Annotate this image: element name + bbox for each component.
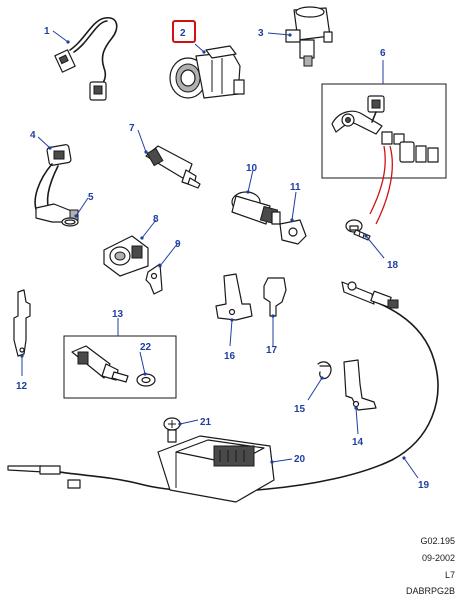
footer-code: L7 <box>444 570 455 580</box>
callout-11[interactable]: 11 <box>290 182 301 193</box>
callout-18[interactable]: 18 <box>387 260 399 271</box>
part-10-valve[interactable] <box>231 191 281 225</box>
callout-labels: 1 2 3 4 5 6 7 8 9 10 11 12 13 14 15 16 1… <box>16 26 430 491</box>
part-4-crank-sensor[interactable] <box>34 144 79 223</box>
callout-14[interactable]: 14 <box>352 437 364 448</box>
footer-date: 09-2002 <box>421 553 455 563</box>
part-7-pressure-switch[interactable] <box>145 145 201 189</box>
part-15-clip[interactable] <box>317 361 332 380</box>
part-21-screw[interactable] <box>163 417 181 443</box>
part-6-sensor-assembly[interactable] <box>321 83 447 225</box>
callout-6[interactable]: 6 <box>380 48 386 59</box>
leader-lines <box>21 30 419 479</box>
callout-20[interactable]: 20 <box>294 454 306 465</box>
callout-19[interactable]: 19 <box>418 480 430 491</box>
part-19-cable[interactable] <box>7 281 439 493</box>
part-16-bracket[interactable] <box>215 273 253 321</box>
callout-2-highlight <box>172 20 196 43</box>
callout-12[interactable]: 12 <box>16 381 28 392</box>
callout-1[interactable]: 1 <box>44 26 50 37</box>
footer-drawing-id: DABRPG2B <box>405 586 455 596</box>
callout-16[interactable]: 16 <box>224 351 236 362</box>
part-12-bracket[interactable] <box>13 289 31 357</box>
part-1-harness[interactable] <box>54 17 118 101</box>
leader-dots <box>20 33 406 464</box>
callout-5[interactable]: 5 <box>88 192 94 203</box>
callout-8[interactable]: 8 <box>153 214 159 225</box>
callout-10[interactable]: 10 <box>246 163 258 174</box>
part-20-control-module[interactable] <box>157 435 275 503</box>
callout-17[interactable]: 17 <box>266 345 278 356</box>
callout-22[interactable]: 22 <box>140 342 152 353</box>
callout-7[interactable]: 7 <box>129 123 135 134</box>
part-11-gasket[interactable] <box>279 219 307 245</box>
part-18-bolt[interactable] <box>345 219 371 241</box>
callout-13[interactable]: 13 <box>112 309 124 320</box>
callout-4[interactable]: 4 <box>30 130 36 141</box>
part-2-air-flow-meter[interactable] <box>169 45 245 99</box>
part-22-washer[interactable] <box>136 373 156 387</box>
callout-21[interactable]: 21 <box>200 417 212 428</box>
part-8-throttle-sensor[interactable] <box>103 235 149 277</box>
callout-2[interactable]: 2 <box>180 28 186 39</box>
callout-3[interactable]: 3 <box>258 28 264 39</box>
part-14-bracket[interactable] <box>343 359 377 411</box>
footer-ref: G02.195 <box>420 536 455 546</box>
part-9-gasket[interactable] <box>145 263 163 295</box>
part-5-o-ring[interactable] <box>61 217 79 227</box>
part-3-sensor[interactable] <box>285 6 333 67</box>
callout-15[interactable]: 15 <box>294 404 306 415</box>
part-17-bracket[interactable] <box>263 277 287 317</box>
callout-9[interactable]: 9 <box>175 239 181 250</box>
part-13-sensor-kit[interactable] <box>63 335 177 399</box>
